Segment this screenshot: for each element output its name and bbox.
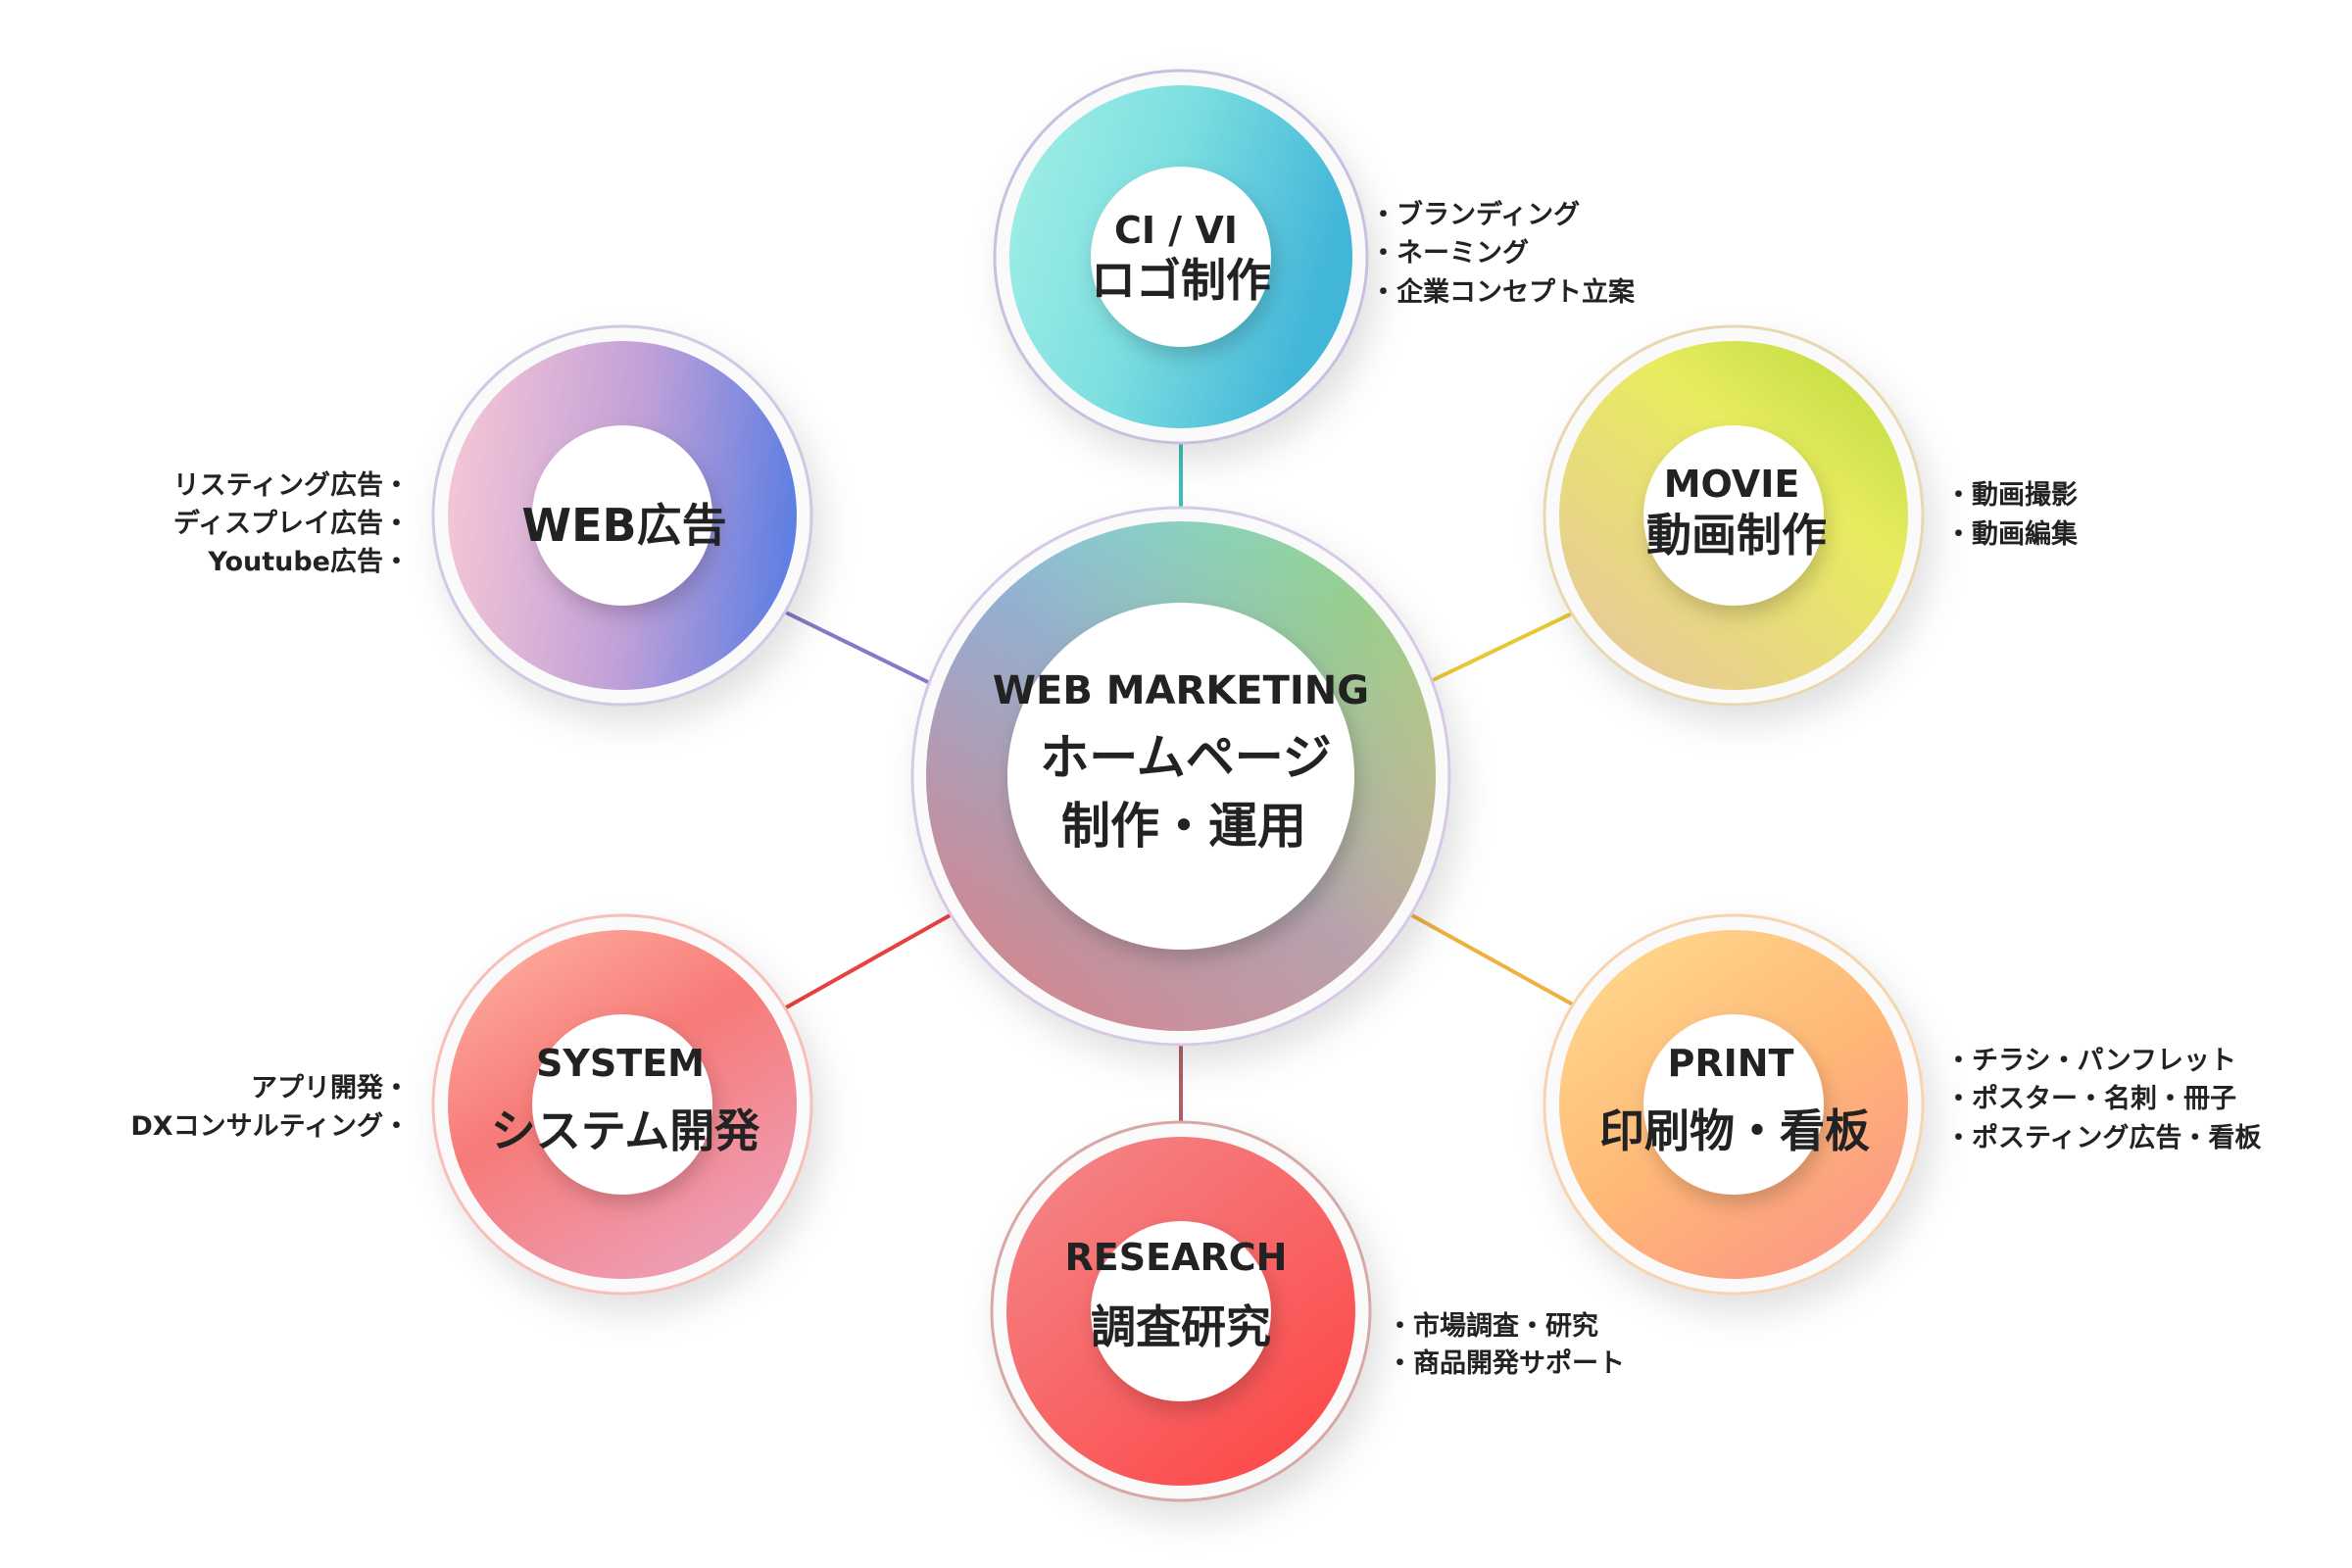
system-jp-label: システム開発 [491, 1104, 761, 1157]
node-research: RESEARCH 調査研究 [990, 1120, 1372, 1502]
node-web-ad: WEB広告 [431, 324, 813, 707]
movie-en-label: MOVIE [1664, 463, 1800, 506]
list-item: ・ネーミング [1370, 237, 1529, 269]
center-jp-line1: ホームページ [1040, 729, 1332, 786]
movie-items: ・動画撮影 ・動画編集 [1945, 480, 2079, 550]
node-movie: MOVIE 動画制作 [1543, 324, 1925, 707]
center-jp-line2: 制作・運用 [1061, 798, 1306, 855]
ci-en-label: CI / VI [1114, 209, 1238, 252]
list-item: ・市場調査・研究 [1387, 1310, 1598, 1342]
print-en-label: PRINT [1668, 1042, 1794, 1085]
list-item: ・ポスター・名刺・冊子 [1945, 1083, 2236, 1114]
list-item: リスティング広告・ [173, 469, 410, 501]
print-items: ・チラシ・パンフレット ・ポスター・名刺・冊子 ・ポスティング広告・看板 [1945, 1046, 2261, 1153]
list-item: DXコンサルティング・ [130, 1110, 410, 1142]
list-item: ・動画編集 [1945, 518, 2079, 550]
research-items: ・市場調査・研究 ・商品開発サポート [1387, 1310, 1625, 1379]
list-item: ディスプレイ広告・ [173, 508, 410, 539]
list-item: ・商品開発サポート [1387, 1348, 1625, 1379]
movie-jp-label: 動画制作 [1646, 509, 1827, 562]
print-jp-label: 印刷物・看板 [1599, 1104, 1870, 1157]
center-node: WEB MARKETING ホームページ 制作・運用 [910, 506, 1451, 1047]
node-system: SYSTEM システム開発 [431, 913, 813, 1296]
list-item: アプリ開発・ [251, 1073, 410, 1103]
web-ad-items: リスティング広告・ ディスプレイ広告・ Youtube広告・ [173, 469, 410, 577]
list-item: Youtube広告・ [207, 546, 410, 577]
ci-items: ・ブランディング ・ネーミング ・企業コンセプト立案 [1370, 199, 1636, 308]
list-item: ・動画撮影 [1945, 480, 2078, 511]
system-items: アプリ開発・ DXコンサルティング・ [130, 1073, 410, 1142]
list-item: ・ポスティング広告・看板 [1945, 1122, 2261, 1153]
list-item: ・チラシ・パンフレット [1945, 1046, 2236, 1076]
system-en-label: SYSTEM [536, 1042, 705, 1085]
list-item: ・ブランディング [1370, 199, 1580, 230]
research-en-label: RESEARCH [1065, 1236, 1288, 1279]
research-jp-label: 調査研究 [1091, 1300, 1271, 1353]
web-ad-jp-label: WEB広告 [521, 499, 726, 552]
node-ci-vi: CI / VI ロゴ制作 [993, 69, 1369, 445]
ci-jp-label: ロゴ制作 [1091, 254, 1271, 307]
node-print: PRINT 印刷物・看板 [1543, 913, 1925, 1296]
list-item: ・企業コンセプト立案 [1370, 276, 1636, 308]
center-en-label: WEB MARKETING [993, 668, 1369, 713]
